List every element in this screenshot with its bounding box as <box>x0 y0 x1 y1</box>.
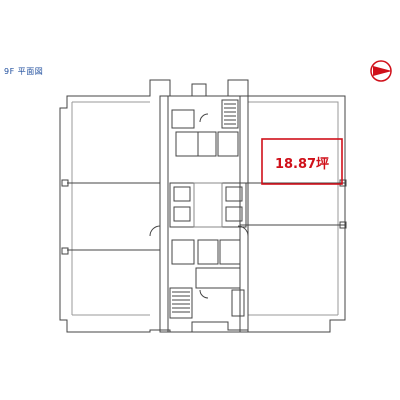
floor-label: 9F 平面図 <box>4 67 44 76</box>
rentable-area-label: 18.87坪 <box>274 156 330 172</box>
north-arrow-icon <box>370 60 392 82</box>
